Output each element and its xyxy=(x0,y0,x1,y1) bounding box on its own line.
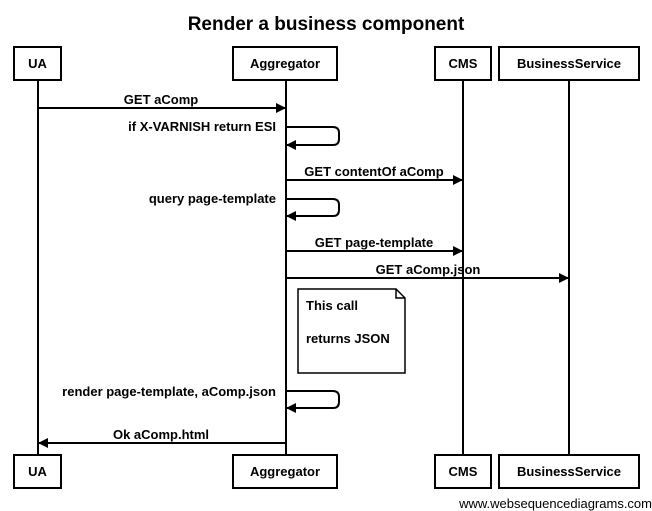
participant-top-ua: UA xyxy=(13,46,62,81)
note-line: This call xyxy=(306,298,358,313)
message-label: query page-template xyxy=(149,191,276,206)
message-label: if X-VARNISH return ESI xyxy=(128,119,276,134)
message-label: GET contentOf aComp xyxy=(304,164,443,179)
participant-label: BusinessService xyxy=(517,464,621,479)
diagram-title: Render a business component xyxy=(188,14,465,35)
note: This call returns JSON xyxy=(297,288,406,374)
participant-label: CMS xyxy=(449,464,478,479)
participant-label: Aggregator xyxy=(250,56,320,71)
message-label: GET aComp.json xyxy=(376,262,481,277)
participant-label: BusinessService xyxy=(517,56,621,71)
participant-label: UA xyxy=(28,56,47,71)
message-label: GET page-template xyxy=(315,235,433,250)
participant-bottom-businessservice: BusinessService xyxy=(498,454,640,489)
message-get-acomp-json: GET aComp.json xyxy=(286,262,569,283)
message-label: GET aComp xyxy=(124,92,198,107)
message-label: render page-template, aComp.json xyxy=(62,384,276,399)
participant-bottom-cms: CMS xyxy=(434,454,492,489)
footer-credit: www.websequencediagrams.com xyxy=(458,496,652,511)
participant-label: Aggregator xyxy=(250,464,320,479)
note-line: returns JSON xyxy=(306,331,390,346)
participant-label: CMS xyxy=(449,56,478,71)
participant-top-aggregator: Aggregator xyxy=(232,46,338,81)
message-render-page-template: render page-template, aComp.json xyxy=(62,384,340,413)
message-get-contentof-acomp: GET contentOf aComp xyxy=(286,164,463,185)
message-label: Ok aComp.html xyxy=(113,427,209,442)
message-get-page-template: GET page-template xyxy=(286,235,463,256)
participant-top-cms: CMS xyxy=(434,46,492,81)
participant-label: UA xyxy=(28,464,47,479)
participant-bottom-aggregator: Aggregator xyxy=(232,454,338,489)
participant-top-businessservice: BusinessService xyxy=(498,46,640,81)
message-query-page-template: query page-template xyxy=(149,191,340,221)
participant-bottom-ua: UA xyxy=(13,454,62,489)
message-ok-acomp-html: Ok aComp.html xyxy=(38,427,286,448)
message-get-acomp: GET aComp xyxy=(38,92,286,113)
message-if-x-varnish: if X-VARNISH return ESI xyxy=(128,119,340,150)
